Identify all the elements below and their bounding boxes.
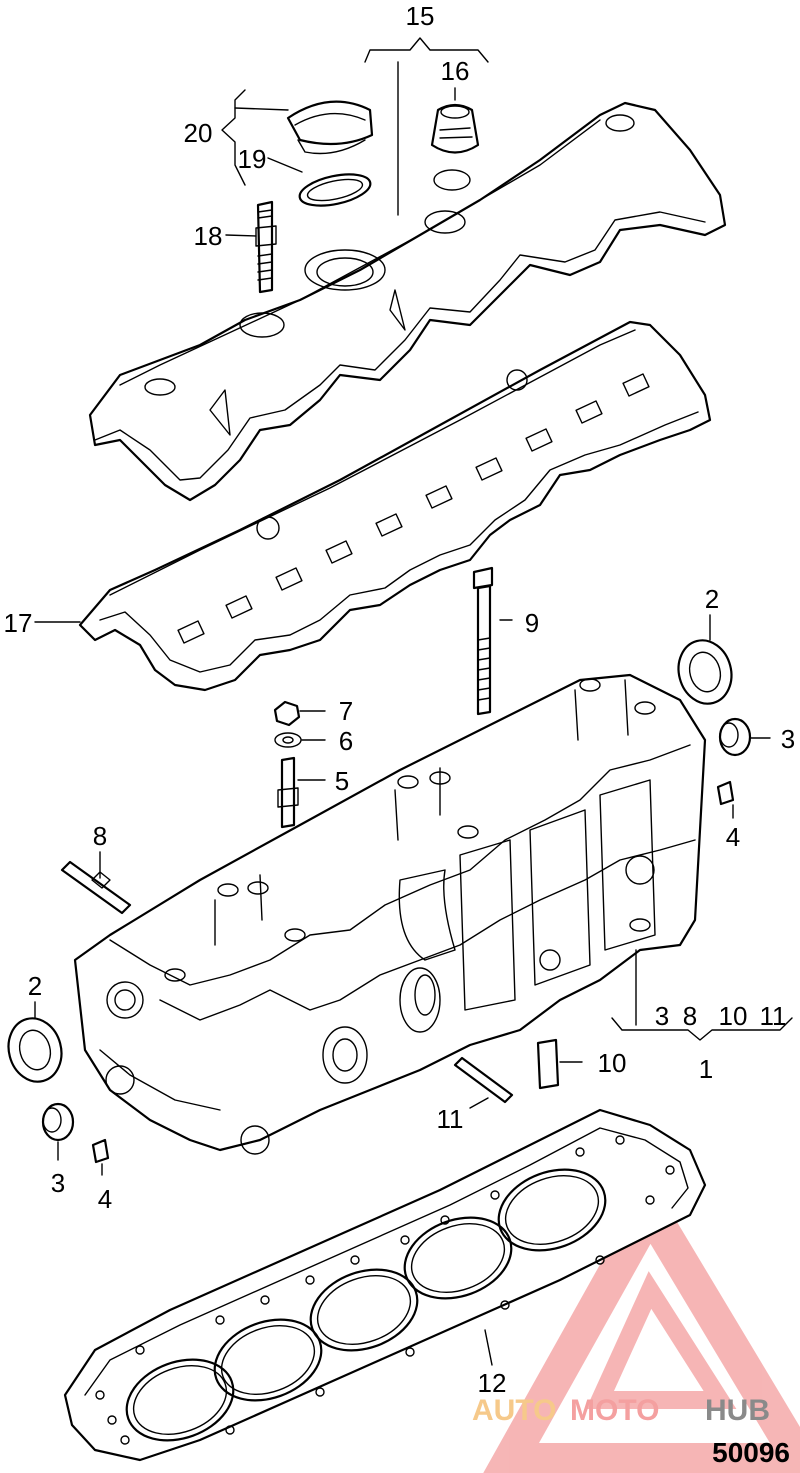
callout-5: 5	[335, 766, 349, 796]
callout-10: 10	[598, 1048, 627, 1078]
callout-16: 16	[441, 56, 470, 86]
valve-cover	[88, 101, 727, 502]
watermark-part-b: MOTO	[570, 1394, 659, 1427]
valve-cover-gasket	[78, 320, 712, 692]
cover-stud	[255, 200, 277, 294]
callout-4-rear: 4	[726, 822, 740, 852]
rear-camshaft-seal	[677, 639, 733, 705]
front-plug	[41, 1102, 75, 1142]
gasket-holes	[95, 1135, 675, 1445]
small-fasteners	[60, 566, 735, 1164]
gasket-bores	[125, 1168, 607, 1442]
callout-18: 18	[194, 221, 223, 251]
callout-kit-8: 8	[683, 1001, 697, 1031]
callout-kit-11: 11	[760, 1001, 787, 1031]
callout-7: 7	[339, 696, 353, 726]
head-gasket	[63, 1108, 707, 1462]
cylinder-head	[73, 673, 707, 1155]
callout-1: 1	[699, 1054, 713, 1084]
leader-lines	[34, 37, 793, 1366]
watermark-text: AUTO MOTO HUB	[472, 1394, 770, 1427]
oil-filler-cap	[286, 100, 374, 155]
callout-2-rear: 2	[705, 584, 719, 614]
callout-labels: 15 16 20 19 18 17 9 2 7 6 5 3 4 8 2 3 8 …	[4, 1, 796, 1398]
front-camshaft-seal	[7, 1017, 63, 1083]
rear-plug	[718, 717, 752, 757]
diagram-code: 50096	[712, 1437, 790, 1468]
callout-20: 20	[184, 118, 213, 148]
callout-11: 11	[437, 1104, 464, 1134]
callout-3-rear: 3	[781, 724, 795, 754]
callout-3-front: 3	[51, 1168, 65, 1198]
o-ring-seal	[298, 173, 372, 207]
callout-12: 12	[478, 1368, 507, 1398]
callout-8: 8	[93, 821, 107, 851]
callout-4-front: 4	[98, 1184, 112, 1214]
watermark-part-c: HUB	[705, 1394, 770, 1427]
gasket-bolt-windows	[177, 373, 650, 644]
callout-6: 6	[339, 726, 353, 756]
breather-grommet	[430, 103, 480, 154]
callout-kit-3: 3	[655, 1001, 669, 1031]
watermark-part-a: AUTO	[472, 1394, 556, 1427]
callout-2-front: 2	[28, 971, 42, 1001]
callout-19: 19	[238, 144, 267, 174]
callout-kit-10: 10	[719, 1001, 748, 1031]
callout-9: 9	[525, 608, 539, 638]
watermark-logo	[483, 1176, 800, 1473]
callout-15: 15	[406, 1, 435, 31]
callout-17: 17	[4, 608, 33, 638]
